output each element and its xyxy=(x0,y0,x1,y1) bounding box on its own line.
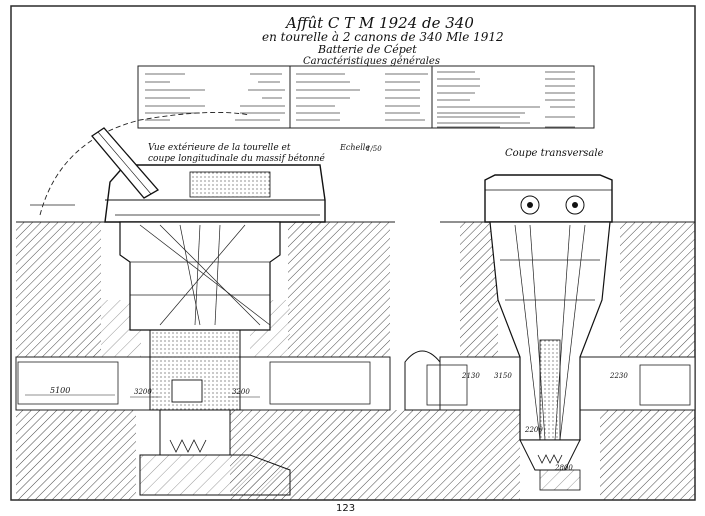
drawing-title: Affût C T M 1924 de 340 xyxy=(286,14,474,32)
right-transverse-section: 2130 3150 2230 2200 2800 xyxy=(426,174,696,500)
drawing-subtitle: en tourelle à 2 canons de 340 Mle 1912 xyxy=(262,30,504,44)
left-view-label-line2: coupe longitudinale du massif bétonné xyxy=(148,154,325,164)
characteristics-heading: Caractéristiques générales xyxy=(303,56,440,67)
scale-label: Echelle xyxy=(340,143,371,152)
page-number: 123 xyxy=(336,503,356,514)
dim-right-c: 2230 xyxy=(609,372,628,380)
dim-right-e: 2800 xyxy=(554,464,573,472)
dim-right-b: 3150 xyxy=(494,372,512,380)
left-view-label-line1: Vue extérieure de la tourelle et xyxy=(148,143,291,153)
characteristics-table xyxy=(137,65,595,129)
scale-value: 1/50 xyxy=(366,145,382,153)
dim-right-a: 2130 xyxy=(461,372,480,380)
dim-left-b: 3200 xyxy=(134,388,152,396)
right-view-label: Coupe transversale xyxy=(505,148,604,159)
battery-name: Batterie de Cépet xyxy=(318,43,417,56)
dim-left-a: 5100 xyxy=(50,386,70,395)
dim-right-d: 2200 xyxy=(524,426,543,434)
left-longitudinal-section: 5100 3200 3200 xyxy=(15,111,395,500)
dim-left-c: 3200 xyxy=(232,388,250,396)
centre-ventilation-dome xyxy=(390,350,460,500)
